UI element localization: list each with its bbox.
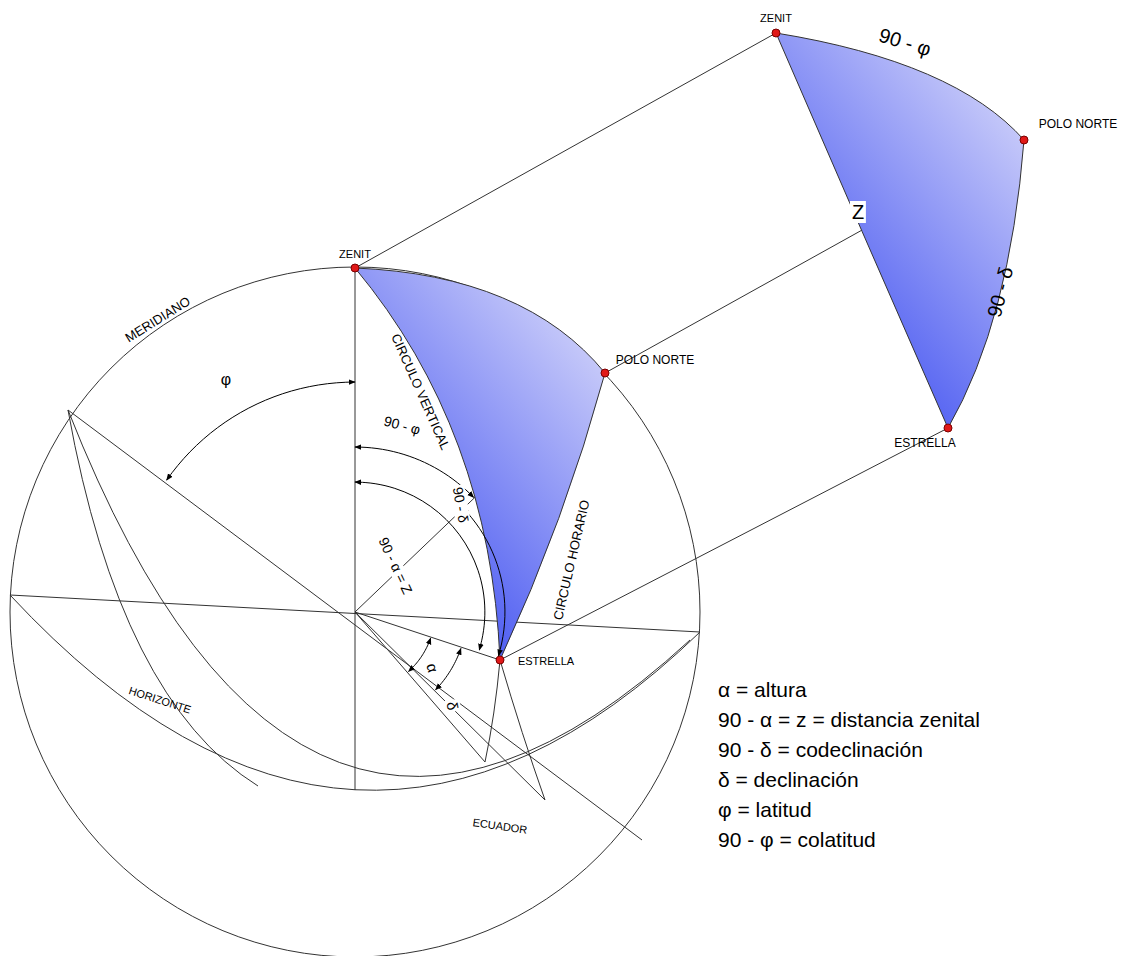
angle-label: 90 - δ (983, 264, 1017, 319)
circle-label: CIRCULO HORARIO (551, 499, 593, 622)
pole-dot (1020, 136, 1028, 144)
legend-note: φ = latitud (718, 798, 812, 821)
zenith-line (355, 268, 356, 790)
circle-label: HORIZONTE (127, 684, 192, 716)
star-dot (496, 656, 504, 664)
angle-label: 90 - φ (876, 24, 933, 61)
point-label: POLO NORTE (616, 354, 694, 367)
meridian-circle (10, 267, 700, 956)
star-dot (944, 424, 952, 432)
circle-label: MERIDIANO (123, 294, 193, 345)
pole-dot (601, 369, 609, 377)
point-label: POLO NORTE (1039, 118, 1117, 131)
sphere-lines (10, 33, 1024, 956)
projection-line (355, 33, 776, 268)
vertical-circle-continuation (485, 660, 500, 762)
angle-arc (355, 482, 485, 650)
spherical-triangle (355, 268, 605, 660)
horizon-line (10, 595, 700, 632)
angle-arc (463, 508, 505, 656)
star-horizon-radius (355, 612, 485, 762)
spherical-triangle (776, 33, 1024, 428)
angle-label: 90 - δ (449, 484, 471, 526)
angle-arcs (167, 382, 505, 690)
point-label: ESTRELLA (518, 655, 574, 667)
angle-label: φ (219, 371, 233, 389)
star-radius (355, 612, 500, 660)
star-equator-radius (355, 612, 545, 800)
legend-note: δ = declinación (718, 768, 859, 791)
circle-label: ECUADOR (472, 816, 528, 836)
zenith-dot (772, 29, 780, 37)
legend-note: 90 - δ = codeclinación (718, 738, 923, 761)
angle-label: 90 - α = Z (374, 533, 415, 598)
legend-note: 90 - α = z = distancia zenital (718, 708, 980, 731)
angle-label: Z (850, 201, 866, 223)
legend-note: 90 - φ = colatitud (718, 828, 876, 851)
zenith-dot (351, 264, 359, 272)
legend-note: α = altura (718, 678, 807, 701)
point-label: ZENIT (339, 248, 371, 260)
angle-label: α (422, 660, 441, 677)
angle-arc (167, 382, 355, 480)
parallel-arc (68, 410, 258, 786)
hour-circle-continuation (500, 660, 545, 800)
angle-label: δ (443, 698, 461, 713)
angle-label: 90 - φ (380, 413, 424, 439)
point-label: ESTRELLA (894, 437, 955, 450)
equator-arc (68, 410, 690, 776)
horizon-arc (10, 595, 700, 790)
points (351, 29, 1028, 664)
point-label: ZENIT (760, 12, 792, 24)
